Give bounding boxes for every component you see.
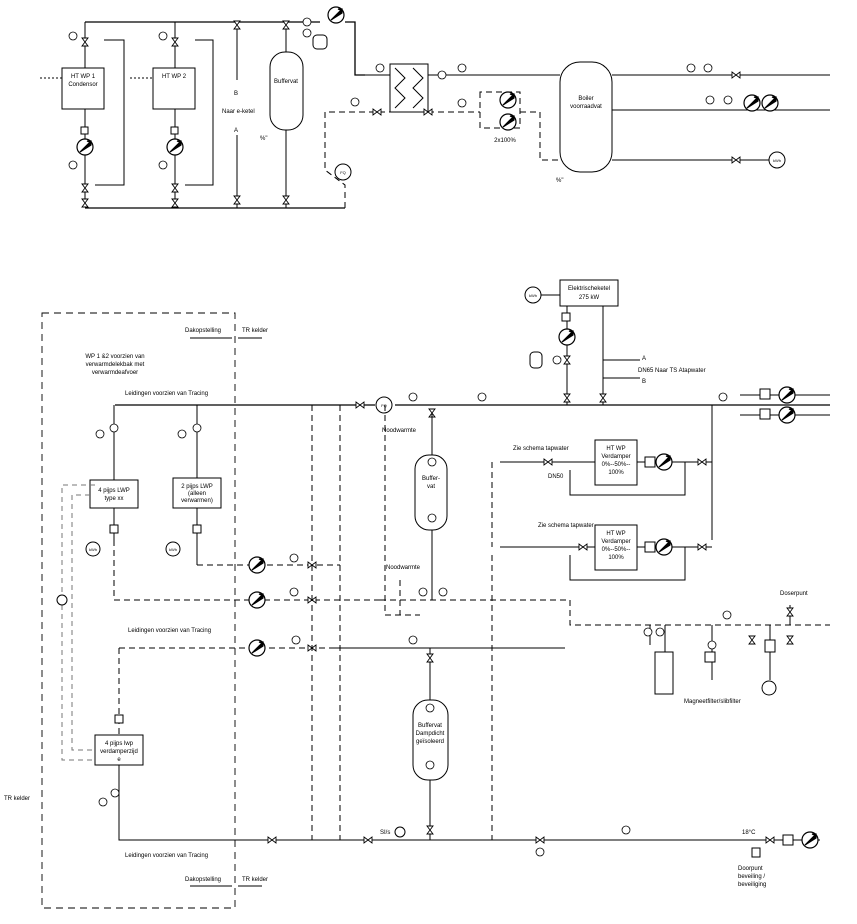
- note-wp-3: verwarmdeafvoer: [92, 370, 138, 376]
- noodwarmte-2: Noodwarmte: [386, 565, 421, 571]
- noodwarmte-1: Noodwarmte: [382, 428, 417, 434]
- boiler-label-2: voorraadvat: [570, 104, 602, 110]
- note-wp-1: WP 1 &2 voorzien van: [85, 354, 144, 360]
- top-buffer-tank: [269, 51, 304, 131]
- lwp-2pipe-3: verwarmen): [181, 498, 213, 504]
- dn50-label: DN50: [548, 474, 564, 480]
- lwp-evap-box: [94, 734, 144, 766]
- htwp-2-box: [594, 524, 638, 571]
- boiler-label-1: Boiler: [578, 96, 593, 102]
- bottom-section: Dakopstelling TR kelder Dakopstelling TR…: [4, 279, 830, 909]
- ts-line-label: DN65 Naar TS Atapwater: [638, 368, 706, 374]
- bottom-flow-meter: [375, 396, 393, 414]
- lwp-evap-1: 4 pijps lwp: [105, 741, 134, 747]
- hp2-box: [152, 67, 196, 110]
- hp2-pump: [166, 138, 184, 156]
- ts-break-b: B: [642, 379, 646, 385]
- ts-break-a: A: [642, 356, 646, 362]
- lwp-2pipe-2: (alleen: [188, 491, 206, 497]
- top-fq-label: FQ: [340, 170, 346, 175]
- boiler-tank: [559, 61, 613, 173]
- kettle-break-bottom: A: [234, 128, 238, 134]
- htwp-2-l1: HT WP: [606, 531, 625, 537]
- lwp-2pipe-1: 2 pijps LWP: [181, 484, 213, 490]
- hp1-box: [61, 67, 105, 110]
- lwp-evap-2: verdamperzijd: [100, 749, 138, 755]
- hp1-label-2: Condensor: [68, 82, 97, 88]
- note-wp-2: verwarmdelekbak met: [86, 362, 145, 368]
- zone-top-left: Dakopstelling: [185, 328, 221, 334]
- lwp-4pipe-kwh: kWh: [89, 547, 97, 552]
- bottom-fq-label: FQ: [381, 403, 387, 408]
- top-header-pump: [327, 6, 345, 24]
- sls-label: SI/s: [380, 830, 390, 836]
- electric-boiler: [559, 279, 619, 307]
- magnetfilter-label: Magneetfilter/slibfilter: [684, 699, 741, 705]
- zone-bottom-left: Dakopstelling: [185, 877, 221, 883]
- zone-side-label: TR kelder: [4, 796, 30, 802]
- magnet-filter: [654, 651, 674, 695]
- lwp-4pipe-1: 4 pijps LWP: [98, 488, 130, 494]
- tracing-3: Leidingen voorzien van Tracing: [125, 853, 208, 859]
- doserpunt-bev-3: beveiliging: [738, 882, 766, 888]
- zone-top-right: TR kelder: [242, 328, 268, 334]
- htwp-2-l4: 100%: [608, 555, 624, 561]
- doserpunt-label: Doserpunt: [780, 591, 808, 597]
- doserpunt-bev-1: Doorpunt: [738, 866, 763, 872]
- hp1-pump: [76, 138, 94, 156]
- top-flow-meter: [334, 163, 352, 181]
- temp-18-label: 18°C: [742, 830, 756, 836]
- lwp-evap-3: e: [117, 757, 121, 763]
- top-buffer-label: Buffervat: [274, 79, 298, 85]
- lwp-2pipe-box: [172, 477, 222, 509]
- pump-pair-label: 2x100%: [494, 138, 516, 144]
- middle-buffer-tank: [414, 454, 448, 531]
- htwp-1-box: [594, 439, 638, 486]
- roof-zone-outline: [41, 312, 236, 909]
- lower-buffer-2: Dampdicht: [416, 731, 445, 737]
- lower-buffer-3: geïsoleerd: [416, 739, 444, 745]
- kettle-break-top: B: [234, 91, 238, 97]
- middle-buffer-2: vat: [427, 484, 435, 490]
- top-kwh: kWh: [773, 158, 781, 163]
- htwp-2-l3: 0%--50%--: [602, 547, 631, 553]
- tracing-2: Leidingen voorzien van Tracing: [128, 628, 211, 634]
- e-boiler-label-1: Elektrischeketel: [568, 286, 610, 292]
- lwp-4pipe-2: type xx: [104, 496, 123, 502]
- top-section: HT WP 1 Condensor HT WP 2 B Naar e-ketel…: [40, 6, 830, 209]
- hp2-label: HT WP 2: [162, 74, 187, 80]
- lwp-2pipe-kwh: kWh: [169, 547, 177, 552]
- top-drain-label: %": [260, 136, 267, 142]
- pump-pair: 2x100%: [479, 91, 560, 161]
- zone-bottom-right: TR kelder: [242, 877, 268, 883]
- zeschema-2: Zie schema tapwater: [538, 523, 594, 529]
- htwp-1-l4: 100%: [608, 470, 624, 476]
- htwp-1-l3: 0%--50%--: [602, 462, 631, 468]
- doserpunt-bev-2: beveiling /: [738, 874, 765, 880]
- hp1-label-1: HT WP 1: [71, 74, 96, 80]
- e-boiler-label-2: 275 kW: [579, 295, 600, 301]
- e-boiler-pump: [558, 328, 576, 346]
- zeschema-1: Zie schema tapwater: [513, 446, 569, 452]
- e-boiler-kwh-label: kWh: [529, 293, 537, 298]
- htwp-2-l2: Verdamper: [601, 539, 630, 545]
- boiler-drain-label: %": [556, 178, 563, 184]
- middle-buffer-1: Buffer-: [422, 476, 440, 482]
- lower-buffer-1: Buffervat: [418, 723, 442, 729]
- tracing-1: Leidingen voorzien van Tracing: [125, 391, 208, 397]
- heat-exchanger: [389, 63, 429, 113]
- htwp-1-l2: Verdamper: [601, 454, 630, 460]
- kettle-label: Naar e-ketel: [222, 109, 255, 115]
- lwp-4pipe-box: [89, 479, 139, 509]
- htwp-1-l1: HT WP: [606, 446, 625, 452]
